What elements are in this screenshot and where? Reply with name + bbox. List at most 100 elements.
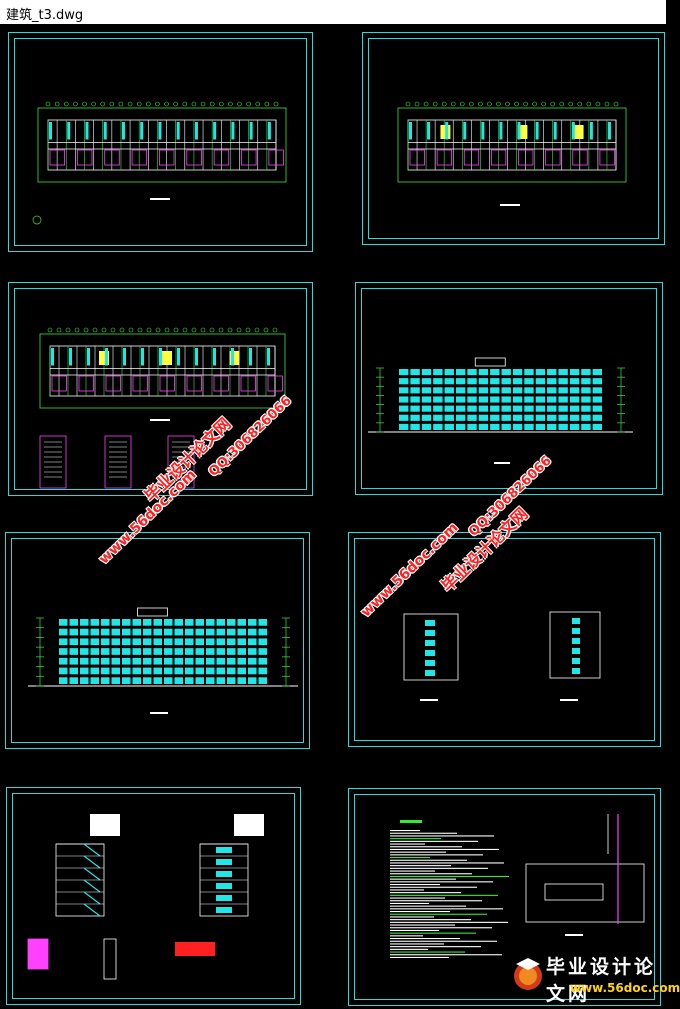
cad-drawings (27, 101, 645, 980)
plan-2-axis-bubble (541, 101, 546, 107)
sheet-sections-details[interactable] (6, 787, 301, 1005)
notes-line (390, 892, 461, 894)
elev-back-window (90, 619, 99, 626)
elev-front-window (467, 405, 477, 412)
elev-back-window (248, 619, 257, 626)
elev-back-window (248, 638, 257, 646)
plan-3-highlight (229, 351, 240, 365)
plan-2-axis-bubble (505, 101, 510, 107)
plan-3-room (132, 375, 148, 392)
sheet-elevation-front[interactable] (355, 282, 663, 495)
elev-front-window (399, 396, 409, 403)
plan-1-axis-bubble (100, 101, 106, 107)
elev-back-window (237, 628, 246, 636)
notes-line (390, 862, 504, 864)
elev-front-caption (494, 462, 510, 464)
elev-front-window (478, 396, 489, 403)
plan-3-highlight (99, 351, 109, 365)
elev-front-window (547, 396, 557, 403)
sheet-elevation-back[interactable] (5, 532, 310, 749)
sheet-design-notes-site[interactable] (348, 788, 661, 1006)
elev-back-window (111, 648, 120, 655)
elev-front-window (399, 369, 409, 376)
elev-front-window (455, 405, 466, 412)
plan-3-axis-bubble (119, 327, 125, 333)
section-window (216, 871, 232, 877)
plan-3-axis-bubble (164, 327, 170, 333)
plan-3-axis-bubble (227, 327, 233, 333)
elev-back-window (132, 638, 141, 646)
side-right-window (572, 628, 580, 634)
plan-3-window (123, 348, 126, 366)
drawing-canvas[interactable]: 毕业设计论文网 QQ:306826066 www.56doc.com 毕业设计论… (0, 24, 666, 1009)
elev-back-window (153, 619, 162, 626)
elev-back-window (216, 628, 225, 636)
notes-line (390, 846, 462, 848)
notes-line (390, 905, 466, 907)
elev-back-window (143, 657, 152, 665)
elev-back-window (227, 638, 236, 646)
elev-front-window (592, 414, 602, 421)
elev-front-window (547, 414, 557, 421)
elev-back-window (174, 619, 183, 626)
sheet-elevation-sides[interactable] (348, 532, 661, 747)
plan-1-window (67, 122, 71, 140)
notes-line (390, 932, 476, 934)
notes-line (390, 848, 499, 850)
elev-front-window (581, 405, 591, 412)
elev-back-window (216, 657, 225, 665)
plan-2-window (481, 122, 485, 140)
elev-back-window (164, 657, 173, 665)
elev-back-window (185, 648, 194, 655)
elev-front-window (569, 414, 580, 421)
plan-3-window (177, 348, 180, 366)
notes-line (390, 867, 488, 869)
plan-3-axis-bubble (83, 327, 89, 333)
elev-back-window (80, 619, 89, 626)
plan-3-window (213, 348, 216, 366)
elev-back-window (90, 648, 99, 655)
elev-front-window (410, 378, 420, 385)
elev-back-window (101, 638, 110, 646)
elev-back-window (80, 657, 89, 665)
plan-2-axis-bubble (423, 101, 429, 107)
elev-front-window (512, 423, 523, 430)
elev-back-window (174, 657, 183, 665)
side-right-window (572, 618, 580, 624)
elev-back-caption (150, 712, 168, 714)
sheet-floor-plan-1[interactable] (8, 32, 313, 252)
elev-front-window (410, 423, 420, 430)
elev-back-window (164, 677, 173, 684)
elev-back-window (132, 628, 141, 636)
elev-back-window (195, 619, 204, 626)
elev-back-window (258, 657, 267, 665)
elev-back-window (153, 657, 162, 665)
elev-back-window (227, 648, 236, 655)
elev-back-window (101, 619, 110, 626)
plan-3-room (51, 375, 67, 392)
notes-line (390, 897, 445, 899)
notes-line (390, 902, 429, 904)
plan-2-room (545, 149, 561, 166)
elev-back-window (69, 648, 78, 655)
section-window (216, 859, 232, 865)
notes-line (390, 870, 435, 872)
elev-back-window (185, 657, 194, 665)
plan-3-axis-bubble (236, 327, 242, 333)
sheet-floor-plan-stairs[interactable] (8, 282, 313, 496)
detail-3 (175, 942, 215, 956)
sheet-floor-plan-2[interactable] (362, 32, 665, 245)
plan-3-axis-bubble (263, 327, 269, 333)
elev-front-window (524, 387, 534, 394)
notes-line (390, 851, 446, 853)
elev-back-window (122, 657, 131, 665)
plan-2-axis-bubble (595, 101, 601, 107)
elev-back-window (90, 628, 99, 636)
plan-3-axis-bubble (110, 327, 116, 333)
elev-back-window (248, 648, 257, 655)
elev-front-window (478, 405, 489, 412)
elev-back-window (195, 648, 204, 655)
notes-line (390, 843, 425, 845)
plan-2-highlight (573, 125, 584, 139)
side-right-window (572, 668, 580, 674)
